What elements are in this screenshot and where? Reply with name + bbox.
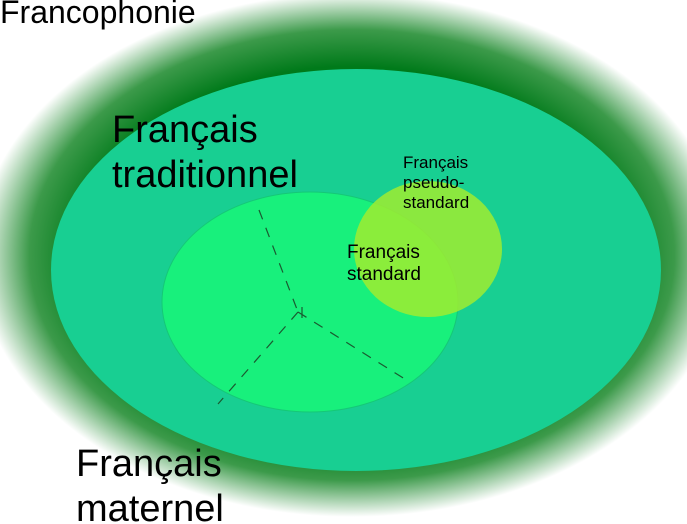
pseudo-standard-label-line2: pseudo-: [403, 173, 465, 193]
traditionnel-label-line2: traditionnel: [112, 153, 298, 196]
standard-label: Français standard: [347, 242, 421, 287]
pseudo-standard-label-line3: standard: [403, 193, 470, 213]
maternel-label: Français maternel: [76, 442, 224, 524]
maternel-label-line2: maternel: [76, 487, 224, 524]
traditionnel-label-line1: Français: [112, 109, 258, 151]
pseudo-standard-label-line1: Français: [403, 153, 469, 172]
francophonie-label: Francophonie: [0, 0, 196, 30]
pseudo-standard-label: Français pseudo- standard: [403, 153, 469, 213]
maternel-label-line1: Français: [76, 443, 222, 485]
standard-label-line1: Français: [347, 242, 420, 263]
standard-label-line2: standard: [347, 264, 421, 286]
maternel-dividers: [217, 209, 409, 405]
divider-lower: [217, 311, 299, 405]
traditionnel-label: Français traditionnel: [112, 108, 298, 198]
divider-right: [297, 311, 409, 382]
pseudo-standard-region: [354, 181, 502, 317]
